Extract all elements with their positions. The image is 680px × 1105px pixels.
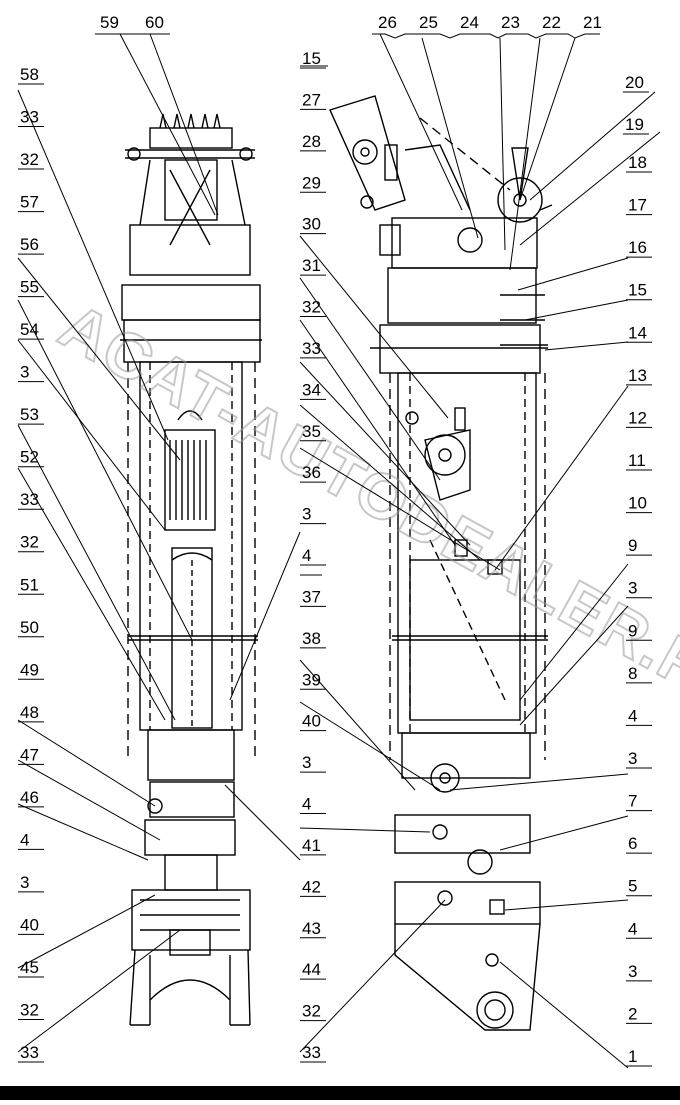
callout-left-14: 49: [20, 660, 39, 679]
callout-left-12: 51: [20, 575, 39, 594]
callout-right-0: 20: [625, 73, 644, 92]
callout-right-18: 6: [628, 834, 637, 853]
callout-left-23: 33: [20, 1043, 39, 1062]
callout-center-22: 44: [302, 960, 321, 979]
callout-center-6: 32: [302, 298, 321, 317]
callout-right-21: 3: [628, 962, 637, 981]
callout-left-5: 55: [20, 278, 39, 297]
callout-center-21: 43: [302, 919, 321, 938]
callout-right-11: 9: [628, 536, 637, 555]
callout-right-5: 15: [628, 281, 647, 300]
callout-center-14: 38: [302, 629, 321, 648]
callout-right-20: 4: [628, 919, 637, 938]
callout-right-13: 9: [628, 621, 637, 640]
callout-center-1: 27: [302, 90, 321, 109]
callout-center-3: 29: [302, 173, 321, 192]
callout-right-10: 10: [628, 494, 647, 513]
callout-right-12: 3: [628, 579, 637, 598]
callout-center-15: 39: [302, 670, 321, 689]
callout-right-14: 8: [628, 664, 637, 683]
callout-right-17: 7: [628, 792, 637, 811]
callout-center-19: 41: [302, 836, 321, 855]
callout-top-left-1: 60: [145, 13, 164, 32]
callout-left-11: 32: [20, 533, 39, 552]
callout-left-15: 48: [20, 703, 39, 722]
callout-left-2: 32: [20, 150, 39, 169]
callout-right-7: 13: [628, 366, 647, 385]
callout-left-17: 46: [20, 788, 39, 807]
callout-left-13: 50: [20, 618, 39, 637]
callout-center-2: 28: [302, 132, 321, 151]
callout-left-8: 53: [20, 405, 39, 424]
callout-center-13: 37: [302, 587, 321, 606]
callout-top-right-5: 21: [583, 13, 602, 32]
callout-top-right-4: 22: [542, 13, 561, 32]
callout-center-8: 34: [302, 380, 321, 399]
watermark: ACAT-AUTODEALER.RU: [48, 289, 680, 730]
callout-left-22: 32: [20, 1000, 39, 1019]
callout-center-23: 32: [302, 1002, 321, 1021]
callout-center-9: 35: [302, 422, 321, 441]
leader-lines: [17, 33, 661, 1069]
callout-top-left-0: 59: [100, 13, 119, 32]
callout-center-20: 42: [302, 877, 321, 896]
callout-right-22: 2: [628, 1004, 637, 1023]
callout-right-16: 3: [628, 749, 637, 768]
callout-right-2: 18: [628, 153, 647, 172]
callout-center-12: 4: [302, 546, 311, 565]
callout-center-0: 15: [302, 49, 321, 68]
callout-top-right-0: 26: [378, 13, 397, 32]
callout-right-1: 19: [625, 115, 644, 134]
callout-top-right-2: 24: [460, 13, 479, 32]
callout-right-15: 4: [628, 706, 637, 725]
callout-left-7: 3: [20, 363, 29, 382]
callout-center-11: 3: [302, 505, 311, 524]
callout-right-6: 14: [628, 323, 647, 342]
callout-center-17: 3: [302, 753, 311, 772]
callout-left-9: 52: [20, 448, 39, 467]
callout-right-8: 12: [628, 408, 647, 427]
callout-center-10: 36: [302, 463, 321, 482]
callout-right-19: 5: [628, 877, 637, 896]
callout-right-3: 17: [628, 196, 647, 215]
callout-left-16: 47: [20, 745, 39, 764]
callout-center-18: 4: [302, 795, 311, 814]
callout-left-6: 54: [20, 320, 39, 339]
bottom-border-bar: [0, 1086, 680, 1100]
callout-left-18: 4: [20, 830, 29, 849]
left-assembly-drawing: [120, 113, 262, 1026]
callout-top-right-1: 25: [419, 13, 438, 32]
callout-center-7: 33: [302, 339, 321, 358]
callout-center-5: 31: [302, 256, 321, 275]
callout-left-3: 57: [20, 193, 39, 212]
callout-right-23: 1: [628, 1047, 637, 1066]
callout-right-4: 16: [628, 238, 647, 257]
callout-left-21: 45: [20, 958, 39, 977]
callout-left-19: 3: [20, 873, 29, 892]
callout-right-9: 11: [628, 451, 646, 470]
callout-left-4: 56: [20, 235, 39, 254]
callout-center-16: 40: [302, 712, 321, 731]
callout-left-20: 40: [20, 915, 39, 934]
callout-center-24: 33: [302, 1043, 321, 1062]
callout-left-0: 58: [20, 65, 39, 84]
right-assembly-drawing: [329, 95, 553, 1031]
callout-center-4: 30: [302, 215, 321, 234]
callout-top-right-3: 23: [501, 13, 520, 32]
